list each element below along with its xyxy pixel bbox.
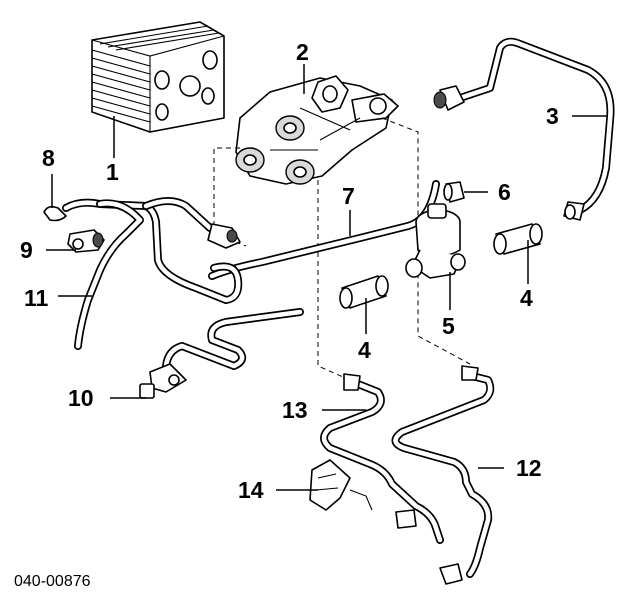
bracket-part-14	[309, 459, 373, 511]
callout-13: 13	[282, 397, 308, 423]
callout-2: 2	[296, 39, 309, 65]
oil-cooler-part-1	[91, 21, 225, 133]
valve-part-5	[405, 203, 466, 279]
callout-4-left: 4	[358, 337, 371, 363]
fitting-part-9	[67, 229, 105, 253]
callout-labels: 1 2 3 4 4 5 6 7 8 9 10 11 12 13 14	[20, 39, 559, 503]
pipe-part-13	[320, 373, 444, 544]
clamp-part-8	[43, 205, 67, 222]
pipe-part-12	[391, 365, 495, 585]
leader-lines	[46, 64, 608, 491]
callout-6: 6	[498, 179, 511, 205]
cap-part-6	[443, 181, 465, 203]
pipe-part-10	[139, 308, 304, 399]
pipe-part-3	[433, 37, 615, 221]
callout-10: 10	[68, 385, 94, 411]
hose-part-11	[62, 197, 243, 350]
callout-5: 5	[442, 313, 455, 339]
callout-8: 8	[42, 145, 55, 171]
callout-7: 7	[342, 183, 355, 209]
callout-1: 1	[106, 159, 119, 185]
sleeve-part-4-right	[493, 223, 543, 255]
callout-3: 3	[546, 103, 559, 129]
callout-9: 9	[20, 237, 33, 263]
callout-11: 11	[24, 285, 49, 311]
sleeve-part-4-left	[339, 275, 389, 309]
valve-assembly-part-2	[235, 75, 399, 185]
pipe-part-7	[208, 180, 440, 280]
callout-14: 14	[238, 477, 264, 503]
callout-12: 12	[516, 455, 542, 481]
callout-4-right: 4	[520, 285, 533, 311]
diagram-code: 040-00876	[14, 573, 91, 590]
